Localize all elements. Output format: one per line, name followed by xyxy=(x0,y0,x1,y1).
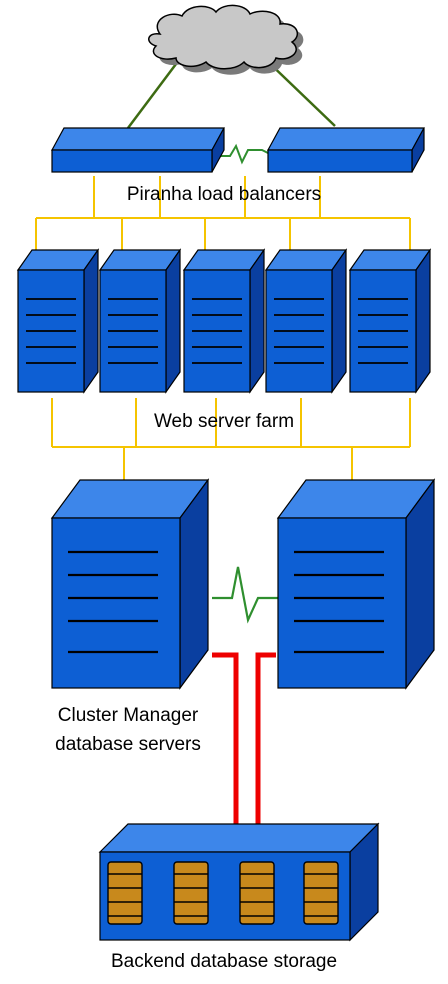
disk-icon xyxy=(173,861,209,925)
database-server-icon xyxy=(51,517,181,689)
load-balancer-icon xyxy=(267,149,413,173)
network-link xyxy=(127,55,183,129)
web-server-4 xyxy=(264,248,348,394)
connections xyxy=(35,55,411,826)
db-server-1 xyxy=(50,478,210,690)
db-heartbeat xyxy=(212,566,278,624)
db-server-2 xyxy=(276,478,436,690)
storage-link xyxy=(212,652,239,826)
database-servers-label: database servers xyxy=(55,734,201,755)
storage-array xyxy=(98,822,380,942)
disk-icon xyxy=(303,861,339,925)
storage-link xyxy=(255,652,276,826)
web-server-3 xyxy=(182,248,266,394)
devices xyxy=(16,4,436,942)
database-server-icon xyxy=(277,517,407,689)
disk-icon xyxy=(239,861,275,925)
internet-cloud-icon xyxy=(148,4,304,75)
load-balancers-label: Piranha load balancers xyxy=(126,184,322,205)
load-balancer-right xyxy=(266,127,426,173)
load-balancer-left xyxy=(50,127,226,173)
disk-icon xyxy=(107,861,143,925)
cluster-manager-label: Cluster Manager xyxy=(57,705,199,726)
web-server-1 xyxy=(16,248,100,394)
web-farm-label: Web server farm xyxy=(153,411,295,432)
web-server-5 xyxy=(348,248,432,394)
load-balancer-icon xyxy=(51,149,213,173)
storage-label: Backend database storage xyxy=(110,951,338,972)
web-server-2 xyxy=(98,248,182,394)
lb-heartbeat xyxy=(216,143,269,165)
